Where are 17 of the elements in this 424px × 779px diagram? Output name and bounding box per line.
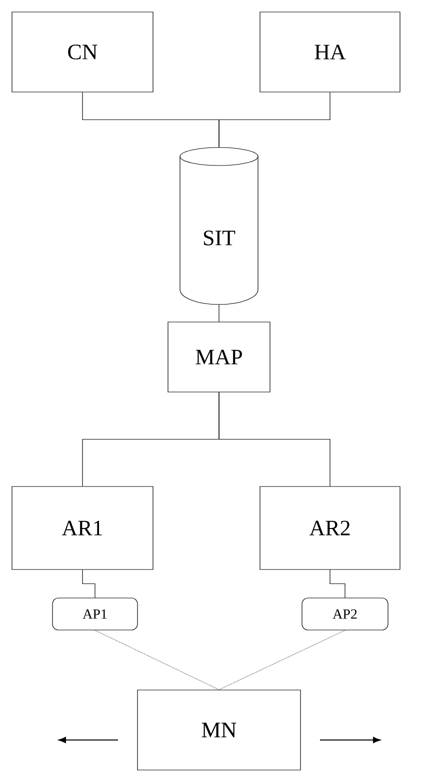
rounded-box: AP1	[52, 598, 138, 630]
rounded-box: AP2	[302, 598, 388, 630]
connector	[218, 92, 330, 148]
database-cylinder: SIT	[180, 147, 258, 305]
process-box: MN	[137, 690, 301, 770]
process-box: MAP	[168, 322, 270, 392]
process-box: HA	[260, 12, 400, 92]
connector	[218, 630, 346, 690]
process-box: CN	[12, 12, 154, 92]
connector	[218, 304, 220, 322]
process-box: AR2	[260, 486, 400, 570]
node-label: SIT	[204, 230, 236, 246]
connector	[82, 570, 96, 598]
connector	[218, 392, 330, 486]
connector	[94, 630, 220, 690]
connector	[330, 570, 346, 598]
process-box: AR1	[12, 486, 154, 570]
